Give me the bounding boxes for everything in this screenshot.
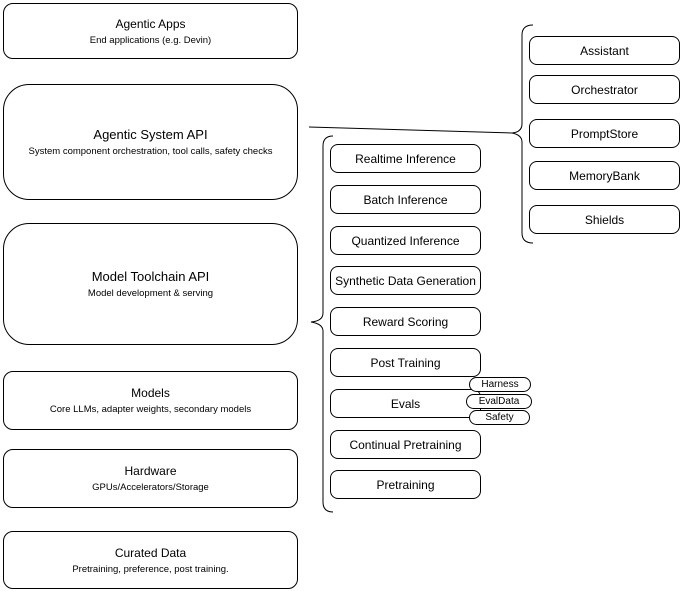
box-subtitle: Pretraining, preference, post training. [72,563,229,575]
toolchain-item-realtime-inference: Realtime Inference [330,144,481,173]
connector-line [308,126,513,134]
box-agentic-apps: Agentic Apps End applications (e.g. Devi… [3,3,298,59]
toolchain-item-quantized-inference: Quantized Inference [330,226,481,255]
box-title: Hardware [124,464,177,478]
system-component-orchestrator: Orchestrator [529,75,680,104]
toolchain-item-pretraining: Pretraining [330,470,481,499]
toolchain-item-post-training: Post Training [330,348,481,377]
box-title: Agentic Apps [115,16,186,31]
system-component-assistant: Assistant [529,36,680,65]
box-subtitle: Core LLMs, adapter weights, secondary mo… [49,404,252,415]
box-subtitle: GPUs/Accelerators/Storage [92,482,209,493]
toolchain-item-evals: Evals [330,389,481,418]
box-subtitle: System component orchestration, tool cal… [28,146,273,157]
eval-badge-safety: Safety [469,410,530,425]
toolchain-item-reward-scoring: Reward Scoring [330,307,481,336]
toolchain-item-batch-inference: Batch Inference [330,185,481,214]
box-title: Model Toolchain API [91,269,210,284]
box-title: Models [131,386,170,400]
box-subtitle: Model development & serving [87,288,214,299]
toolchain-item-continual-pretraining: Continual Pretraining [330,430,481,459]
box-title: Curated Data [114,545,187,560]
system-component-memorybank: MemoryBank [529,161,680,190]
eval-badge-harness: Harness [469,377,531,392]
box-title: Agentic System API [93,127,208,142]
box-subtitle: End applications (e.g. Devin) [89,34,212,46]
toolchain-item-synthetic-data-generation: Synthetic Data Generation [330,266,481,295]
system-component-promptstore: PromptStore [529,119,680,148]
box-agentic-system-api: Agentic System API System component orch… [3,84,298,200]
system-component-shields: Shields [529,205,680,234]
box-hardware: Hardware GPUs/Accelerators/Storage [3,449,298,508]
box-curated-data: Curated Data Pretraining, preference, po… [3,531,298,589]
box-model-toolchain-api: Model Toolchain API Model development & … [3,223,298,345]
eval-badge-evaldata: EvalData [466,394,532,409]
box-models: Models Core LLMs, adapter weights, secon… [3,371,298,430]
